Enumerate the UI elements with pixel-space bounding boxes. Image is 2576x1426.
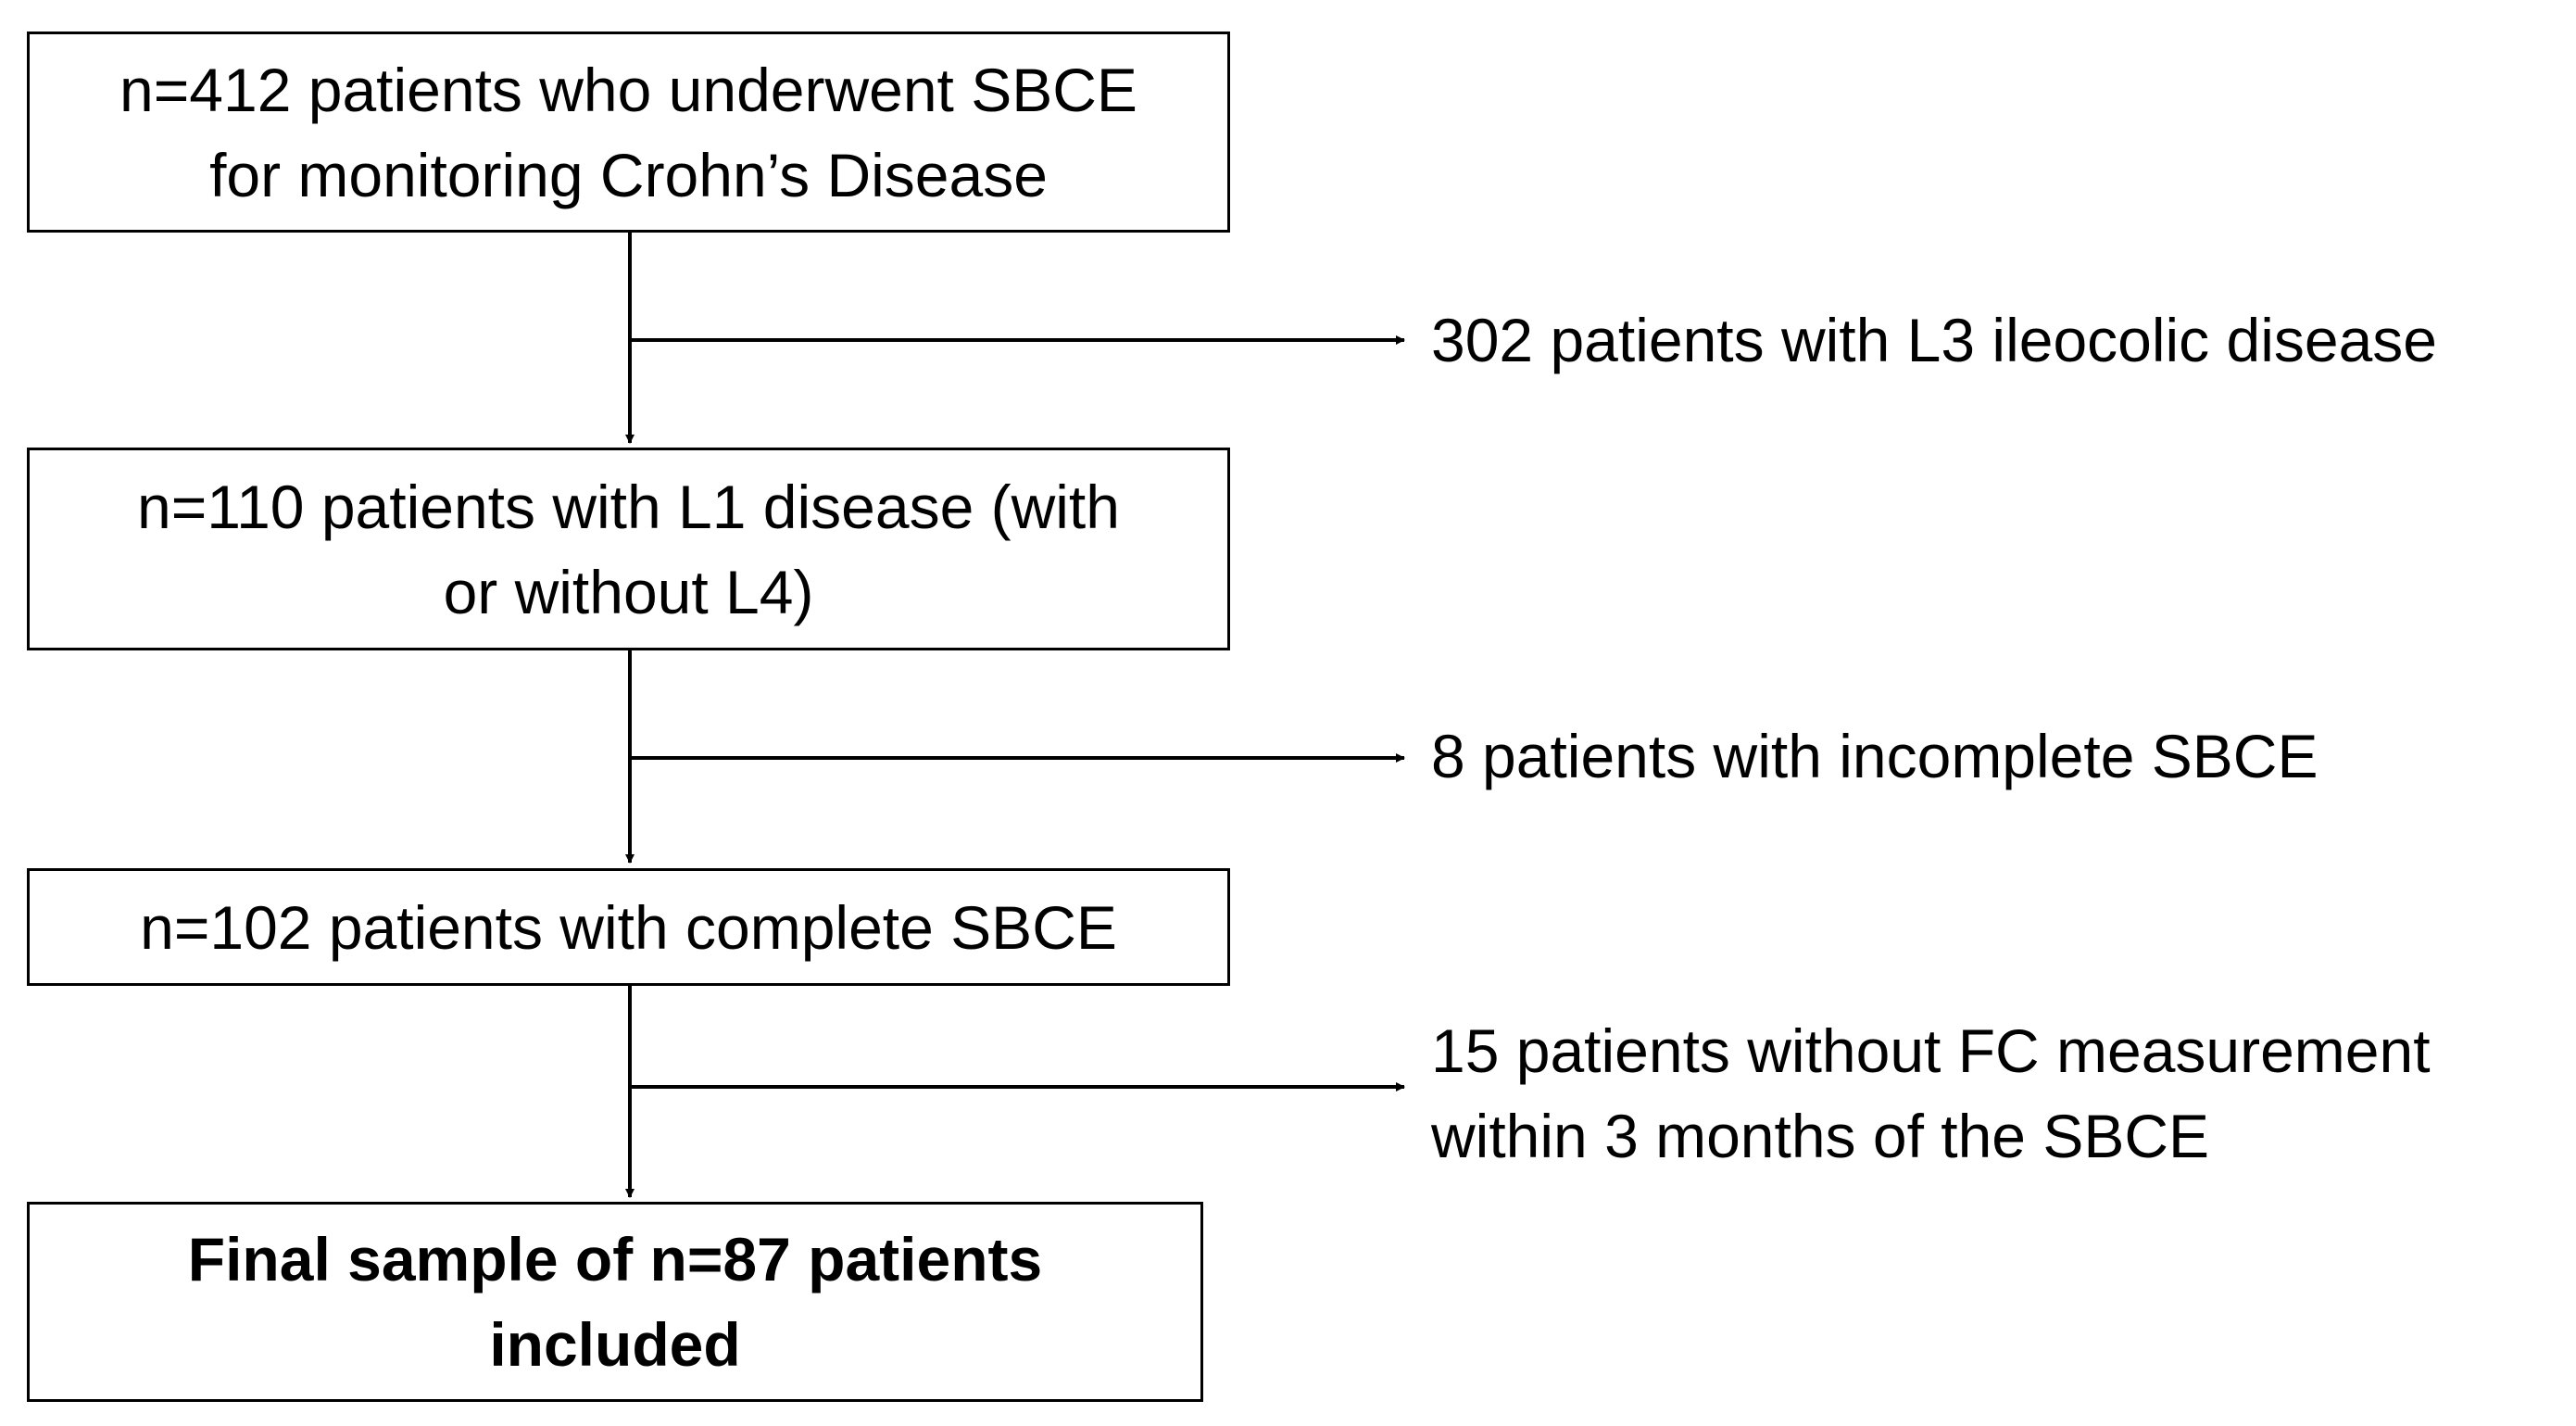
box-complete-sbce: n=102 patients with complete SBCE [27, 868, 1230, 986]
box-enrolled: n=412 patients who underwent SBCE for mo… [27, 32, 1230, 233]
box-enrolled-line-1: n=412 patients who underwent SBCE [119, 55, 1137, 124]
box-final-sample: Final sample of n=87 patients included [27, 1202, 1203, 1402]
box-l1-disease: n=110 patients with L1 disease (with or … [27, 448, 1230, 650]
exclusion-incomplete-line-1: 8 patients with incomplete SBCE [1431, 722, 2318, 790]
exclusion-incomplete-sbce: 8 patients with incomplete SBCE [1431, 713, 2318, 799]
box-l1-disease-line-1: n=110 patients with L1 disease (with [137, 472, 1120, 541]
exclusion-no-fc-line-2: within 3 months of the SBCE [1431, 1102, 2210, 1170]
exclusion-l3-ileocolic: 302 patients with L3 ileocolic disease [1431, 297, 2437, 383]
box-final-sample-line-2: included [489, 1310, 741, 1379]
box-l1-disease-line-2: or without L4) [443, 557, 814, 626]
exclusion-l3-line-1: 302 patients with L3 ileocolic disease [1431, 306, 2438, 374]
box-complete-sbce-line-1: n=102 patients with complete SBCE [140, 892, 1117, 962]
exclusion-no-fc-line-1: 15 patients without FC measurement [1431, 1016, 2431, 1085]
exclusion-no-fc-measurement: 15 patients without FC measurement withi… [1431, 1008, 2431, 1179]
box-final-sample-line-1: Final sample of n=87 patients [187, 1225, 1043, 1293]
box-enrolled-line-2: for monitoring Crohn’s Disease [209, 140, 1048, 209]
